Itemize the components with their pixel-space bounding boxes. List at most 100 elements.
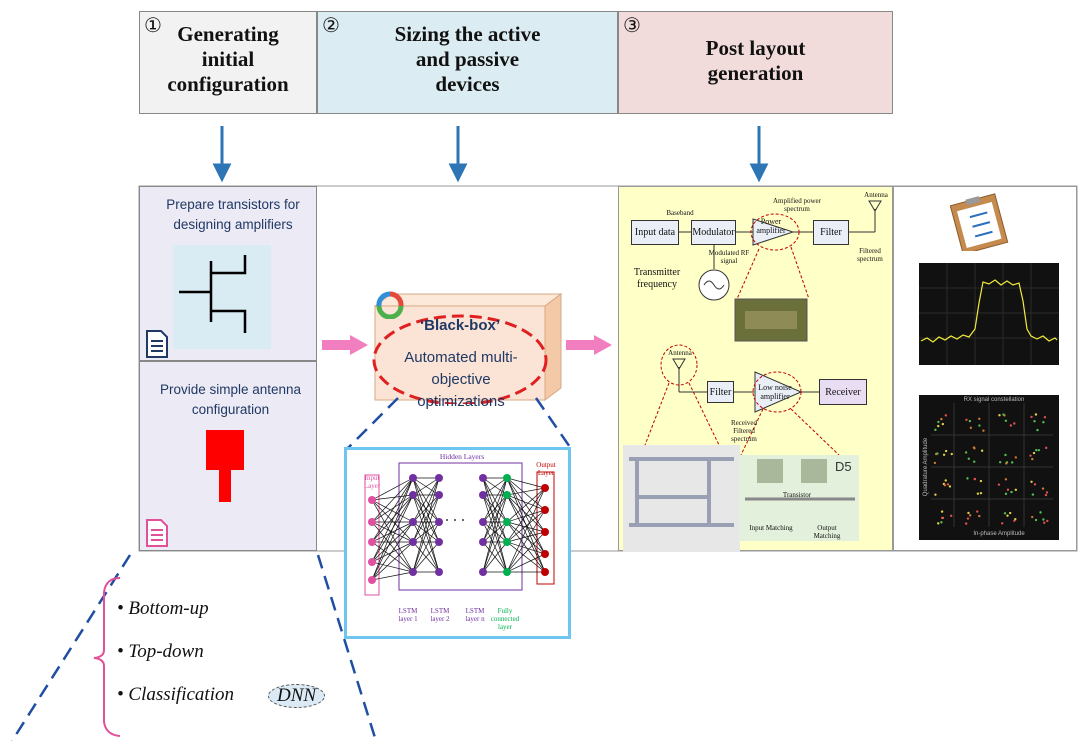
stage-2-title: Sizing the active and passive devices (394, 22, 541, 96)
constellation-point (1000, 522, 1004, 525)
method-item-classification: • Classification (117, 684, 234, 705)
modulated-rf-label: Modulated RF signal (708, 249, 750, 265)
blackbox-title: ‘Black-box’ (419, 317, 501, 334)
modulator-block: Modulator (691, 220, 736, 245)
nn-node (541, 484, 549, 492)
nn-edge (482, 521, 508, 543)
nn-edge (506, 509, 546, 543)
antenna-panel: Provide simple antenna configuration (139, 361, 317, 551)
nn-edge (482, 477, 508, 523)
stage-3-number: ③ (623, 13, 641, 37)
nn-edge (412, 477, 440, 573)
constellation-point (1009, 424, 1013, 427)
constellation-point (1043, 521, 1046, 524)
nn-edge (506, 509, 546, 573)
filter-block-2: Filter (707, 381, 734, 403)
nn-edge (482, 521, 508, 573)
constellation-point (936, 452, 939, 455)
d5-label: D5 (835, 459, 852, 474)
arrow-down-1-head (212, 163, 232, 183)
nn-node (435, 518, 443, 526)
constellation-point (1041, 487, 1045, 490)
nn-node (435, 538, 443, 546)
constellation-point (979, 479, 983, 483)
nn-edge (506, 487, 546, 573)
constellation-point (1035, 448, 1038, 452)
blackbox-cube (372, 293, 563, 404)
method-label-classification: Classification (128, 684, 234, 705)
antenna-patch-shape (206, 430, 244, 470)
constellation-point (941, 422, 945, 426)
nn-node (409, 518, 417, 526)
nn-edge (371, 499, 414, 543)
nn-edge (371, 477, 414, 581)
constellation-title: RX signal constellation (963, 397, 1025, 403)
nn-diagram (364, 462, 555, 596)
nn-edge (412, 494, 440, 543)
nn-edge (371, 499, 414, 573)
nn-edge (506, 541, 546, 555)
nn-node (479, 491, 487, 499)
nn-node (368, 538, 376, 546)
constellation-point (1031, 493, 1035, 496)
nn-edge (371, 477, 414, 563)
constellation-point (968, 419, 972, 423)
nn-edge (371, 494, 414, 581)
nn-node (541, 528, 549, 536)
constellation-point (1008, 511, 1012, 515)
constellation-point (968, 514, 972, 517)
nn-edge (506, 521, 546, 555)
constellation-point (948, 485, 952, 488)
constellation-point (998, 414, 1001, 417)
constellation-point (1037, 448, 1041, 452)
method-item-top-down: • Top-down (117, 641, 204, 662)
nn-edge (371, 571, 414, 581)
constellation-point (976, 510, 979, 513)
nn-node (503, 474, 511, 482)
received-filtered-label: Received Filtered spectrum (730, 419, 758, 443)
nn-edge (371, 477, 414, 523)
nn-edge (506, 477, 546, 489)
constellation-point (1044, 493, 1048, 497)
nn-edge (506, 487, 546, 496)
constellation-point (1004, 492, 1008, 496)
transistor-label: Transistor (782, 491, 812, 499)
constellation-point (967, 457, 970, 460)
nn-ellipsis-dot (454, 519, 456, 521)
constellation-point (1004, 478, 1008, 481)
nn-node (368, 558, 376, 566)
constellation-point (937, 522, 940, 525)
constellation-point (1030, 480, 1033, 483)
constellation-point (978, 424, 981, 427)
constellation-point (997, 483, 1001, 486)
constellation-point (1013, 422, 1016, 425)
nn-edge (412, 477, 440, 523)
input-matching-label: Input Matching (749, 524, 793, 532)
constellation-point (973, 447, 976, 450)
nn-edge (371, 521, 414, 563)
nn-edge (506, 494, 546, 555)
constellation-point (1006, 488, 1010, 491)
nn-node (479, 568, 487, 576)
constellation-point (950, 452, 953, 456)
method-label-top-down: Top-down (128, 641, 204, 662)
stage-1-title: Generating initial configuration (167, 22, 289, 96)
transistor-panel: Prepare transistors for designing amplif… (139, 186, 317, 361)
nn-edge (482, 541, 508, 573)
constellation-xlabel: In-phase Amplitude (973, 531, 1025, 537)
constellation-point (934, 493, 937, 496)
nn-edge (371, 541, 414, 581)
constellation-point (1003, 512, 1007, 515)
constellation-point (940, 516, 944, 520)
nn-node (541, 550, 549, 558)
nn-layer-label-1: LSTM layer 1 (398, 607, 418, 623)
transmitter-frequency-label: Transmitter frequency (633, 267, 681, 290)
constellation-point (1005, 462, 1008, 465)
nn-edge (371, 521, 414, 573)
nn-edge (371, 541, 414, 563)
constellation-point (967, 511, 970, 515)
constellation-point (1036, 428, 1039, 432)
nn-edge (506, 494, 546, 533)
